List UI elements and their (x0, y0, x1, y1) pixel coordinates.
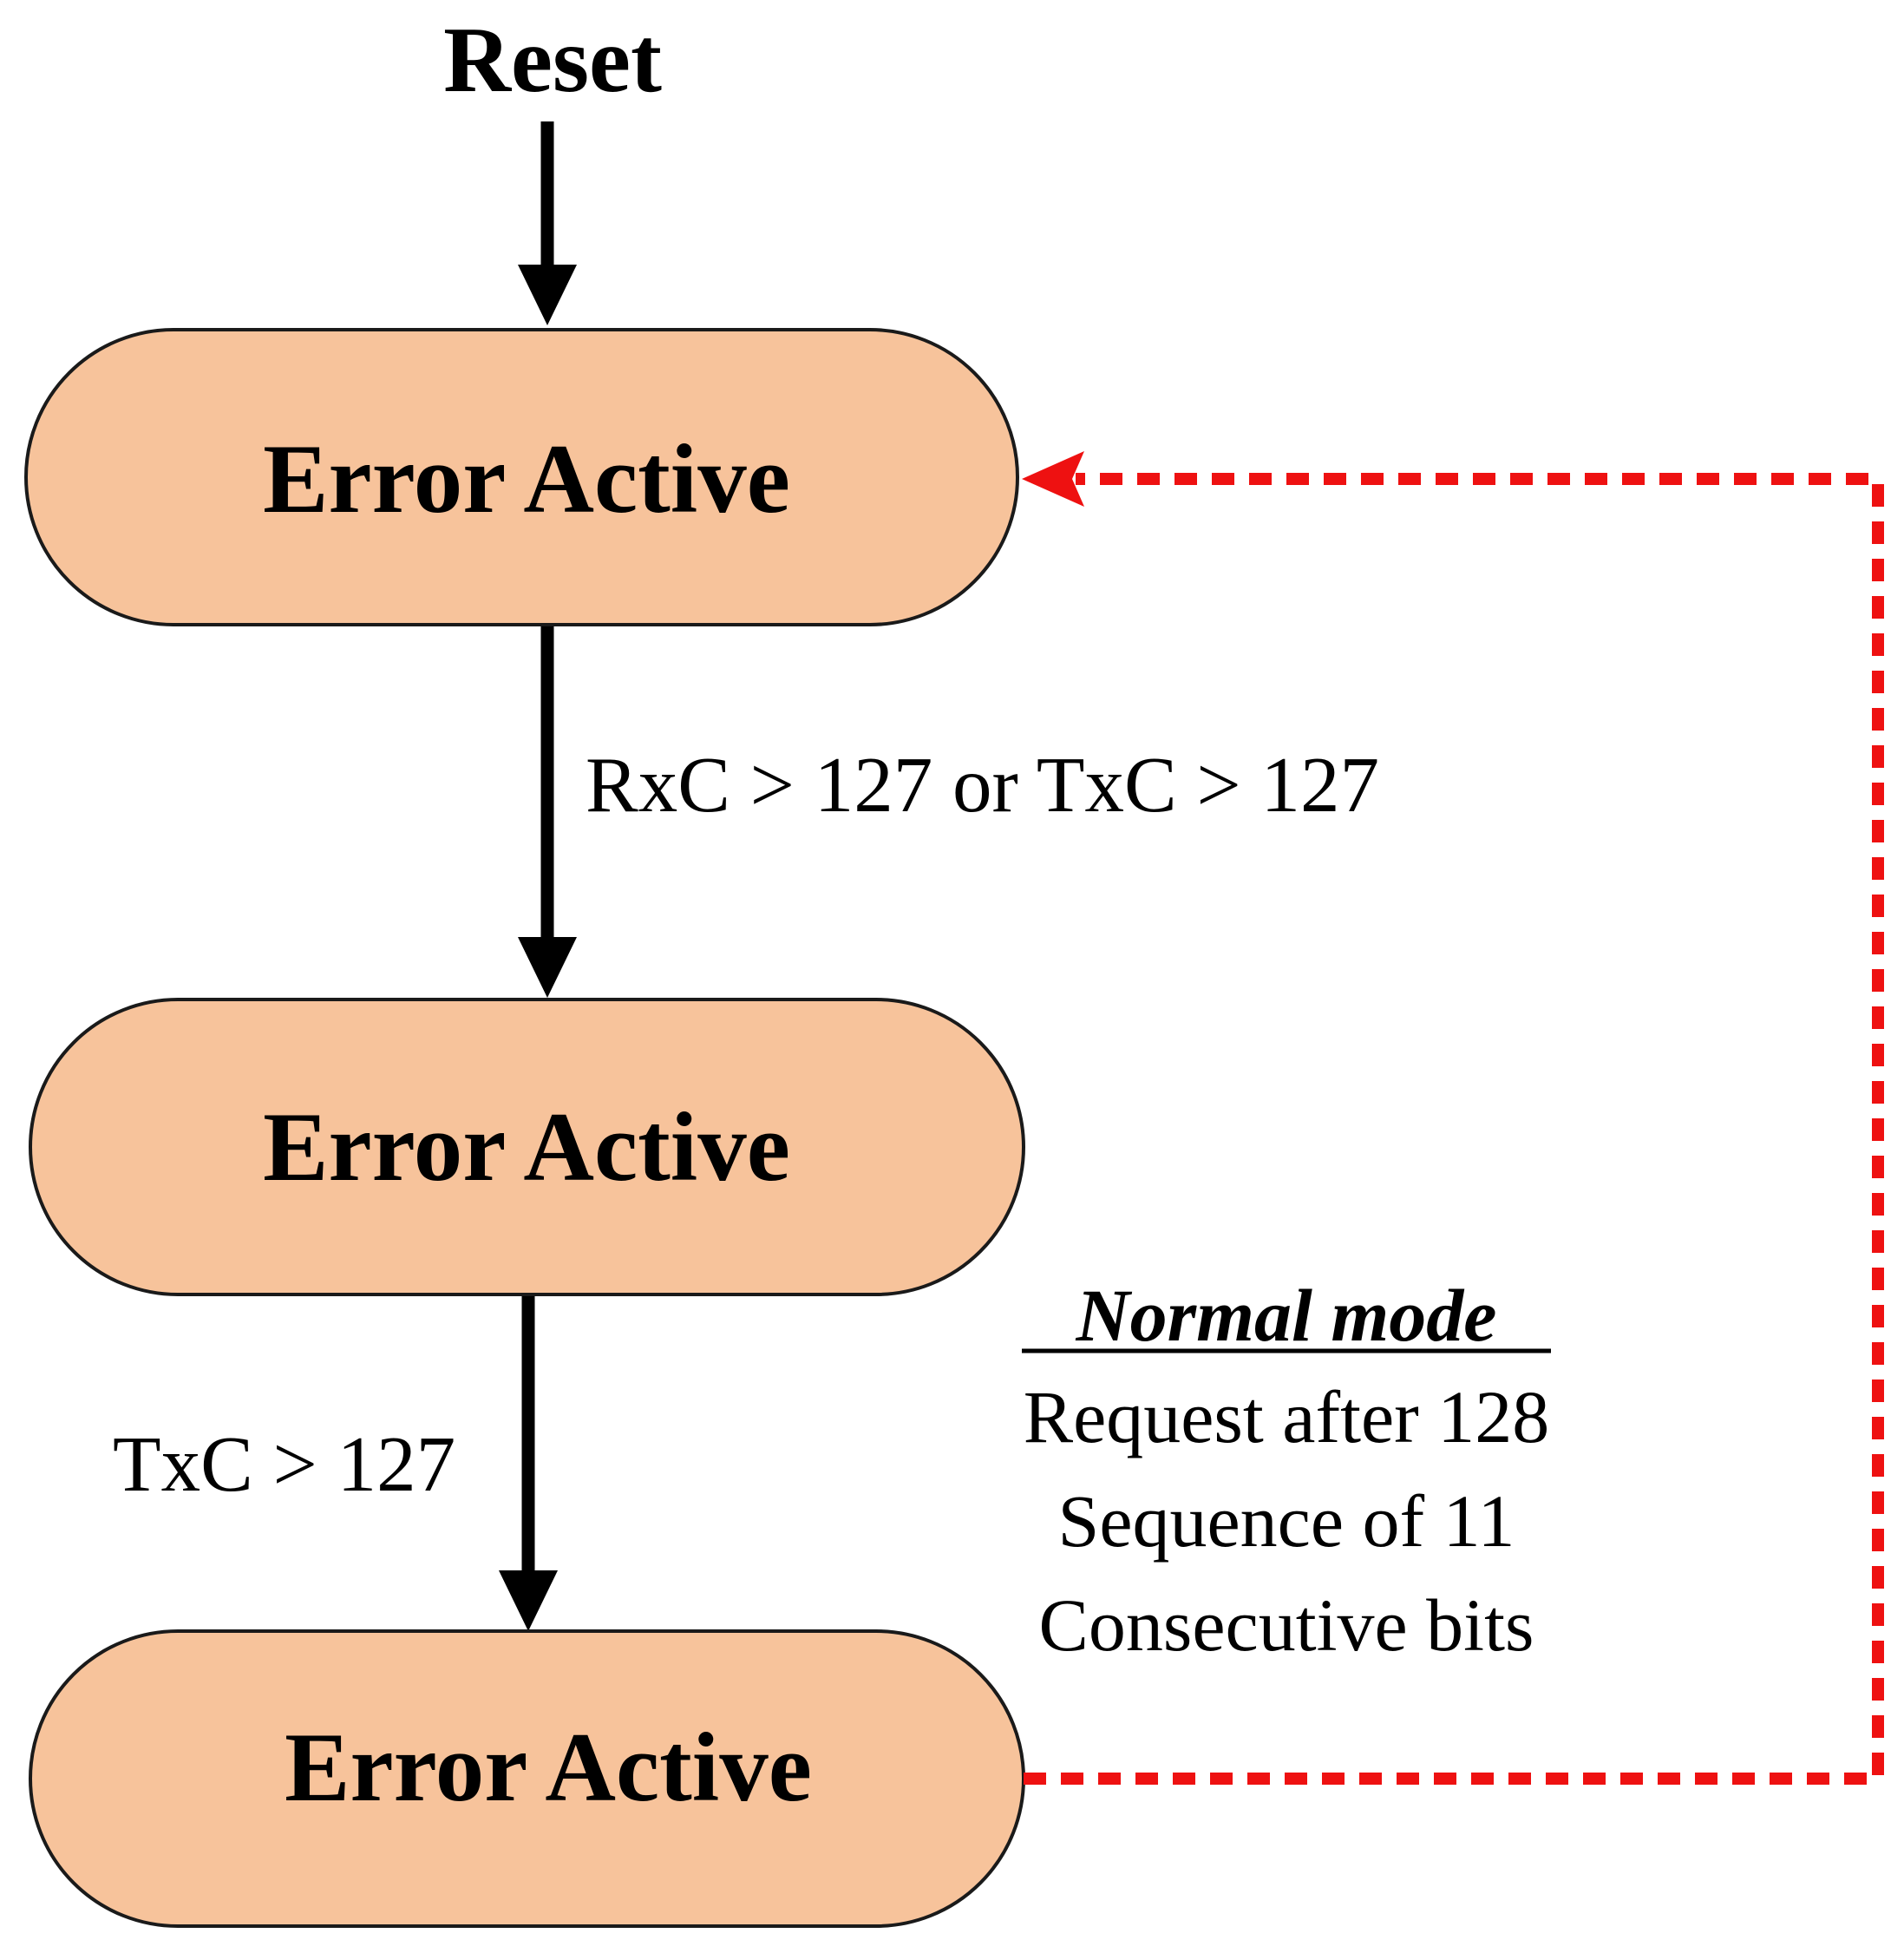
state-error-active-3: Error Active (29, 1629, 1025, 1928)
reset-arrow (518, 121, 577, 325)
recovery-note-line-3: Consecutive bits (1039, 1583, 1534, 1667)
recovery-note-line-2: Sequence of 11 (1058, 1479, 1515, 1563)
state-label: Error Active (263, 425, 790, 534)
transition-label-1: RxC > 127 or TxC > 127 (586, 741, 1379, 829)
state-shape (29, 998, 1025, 1296)
recovery-note-title: Normal mode (1076, 1274, 1497, 1357)
recovery-note: Normal mode Request after 128 Sequence o… (1022, 1274, 1551, 1667)
recovery-arrow (1022, 451, 1884, 1785)
transition-arrow-2 (499, 1296, 558, 1631)
transition-label-2: TxC > 127 (113, 1420, 455, 1508)
state-error-active-1: Error Active (24, 328, 1019, 626)
state-label: Error Active (285, 1714, 812, 1822)
state-shape (24, 328, 1019, 626)
state-error-active-2: Error Active (29, 998, 1025, 1296)
reset-label: Reset (443, 9, 662, 112)
transition-arrow-1 (518, 626, 577, 998)
state-label: Error Active (263, 1093, 790, 1202)
recovery-note-line-1: Request after 128 (1024, 1375, 1550, 1458)
